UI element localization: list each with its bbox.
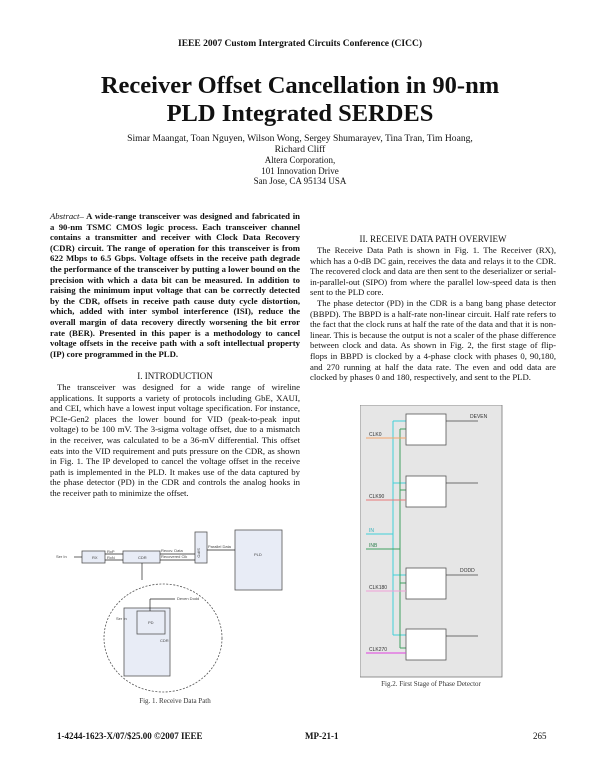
label-deven: DEVEN: [470, 414, 488, 420]
label-parallel: Parallel Data: [208, 544, 232, 549]
label-deven-dodd: Deven Dodd: [177, 596, 199, 601]
label-rxn: RxN: [107, 555, 115, 560]
affiliation: Altera Corporation,: [264, 155, 336, 165]
abstract: Abstract– A wide-range transceiver was d…: [50, 211, 300, 359]
affiliation: San Jose, CA 95134 USA: [253, 176, 347, 186]
figure-1-caption: Fig. 1. Receive Data Path: [139, 697, 211, 705]
label-dodd: DODD: [460, 568, 475, 574]
zoom-ellipse: [103, 583, 223, 693]
paragraph: The transceiver was designed for a wide …: [50, 382, 300, 498]
receive-data-path-section: II. RECEIVE DATA PATH OVERVIEW The Recei…: [310, 234, 556, 383]
introduction-section: I. INTRODUCTION The transceiver was desi…: [50, 371, 300, 499]
label-ser-in-cdr: Ser In: [116, 616, 127, 621]
affiliation: 101 Innovation Drive: [261, 165, 339, 176]
flip-flop-4: [405, 628, 447, 661]
flip-flop-1: [405, 413, 447, 446]
abstract-label: Abstract–: [50, 211, 84, 221]
label-sipo: SIPO: [197, 548, 202, 558]
sipo-block: [194, 531, 208, 564]
title-line: PLD Integrated SERDES: [166, 100, 434, 127]
footer-copyright: 1-4244-1623-X/07/$25.00 ©2007 IEEE: [57, 731, 203, 741]
label-recov-data: Recov. Data: [161, 548, 183, 553]
paragraph: The phase detector (PD) in the CDR is a …: [310, 297, 556, 383]
label-inb: INB: [369, 543, 378, 549]
footer-paper-id: MP-21-1: [305, 731, 339, 741]
label-in: IN: [369, 528, 374, 534]
pd-block: [136, 610, 166, 635]
label-cdr: CDR: [138, 555, 147, 560]
label-pld: PLD: [254, 552, 262, 557]
label-rx: RX: [92, 555, 98, 560]
label-ser-in: Ser In: [56, 554, 67, 559]
figure-2-phase-detector: CLK0 CLK90 CLK180 CLK270 IN INB DEVEN DO…: [360, 405, 503, 678]
label-clk90: CLK90: [369, 494, 385, 500]
page-number: 265: [533, 731, 547, 741]
title-line: Receiver Offset Cancellation in 90-nm: [100, 72, 500, 99]
label-pd: PD: [148, 620, 154, 625]
figure-2-caption: Fig.2. First Stage of Phase Detector: [381, 680, 481, 688]
paragraph: The Receive Data Path is shown in Fig. 1…: [310, 245, 556, 298]
label-clk270: CLK270: [369, 647, 387, 653]
authors: Richard Cliff: [274, 144, 326, 155]
section-heading: II. RECEIVE DATA PATH OVERVIEW: [359, 234, 507, 244]
abstract-text: A wide-range transceiver was designed an…: [50, 211, 300, 359]
paper-title: Receiver Offset Cancellation in 90-nm PL…: [0, 72, 600, 128]
author-block: Simar Maangat, Toan Nguyen, Wilson Wong,…: [90, 133, 510, 187]
pld-block: [234, 529, 283, 591]
label-cdr-detail: CDR: [160, 638, 169, 643]
label-recov-clk: Recovered Clk: [161, 554, 187, 559]
authors: Simar Maangat, Toan Nguyen, Wilson Wong,…: [127, 133, 473, 144]
label-clk180: CLK180: [369, 585, 387, 591]
figure-1-receive-data-path: Ser In RX RxP RxN CDR Recov. Data Recove…: [56, 529, 283, 693]
flip-flop-3: [405, 567, 447, 600]
label-rxp: RxP: [107, 549, 115, 554]
label-clk0: CLK0: [369, 432, 382, 438]
section-heading: I. INTRODUCTION: [137, 371, 213, 381]
cdr-block: [122, 550, 161, 564]
conference-header: IEEE 2007 Custom Intergrated Circuits Co…: [178, 39, 422, 49]
flip-flop-2: [405, 475, 447, 508]
